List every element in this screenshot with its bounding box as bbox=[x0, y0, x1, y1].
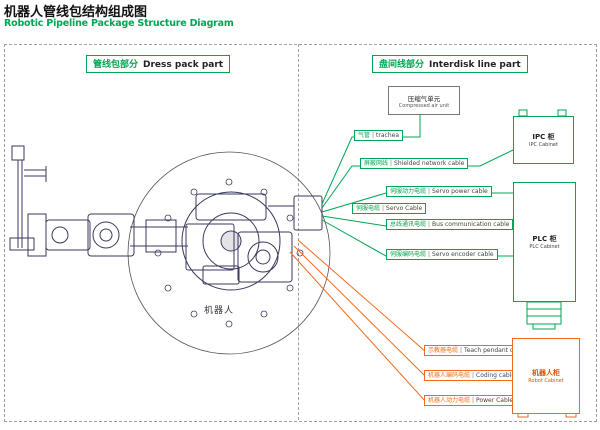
section-interdisk-zh: 盘间线部分 bbox=[379, 60, 425, 70]
page-title: 机器人管线包结构组成图 bbox=[4, 5, 148, 20]
cable-label-servo-encoder: 伺服编码电缆|Servo encoder cable bbox=[386, 249, 498, 260]
cable-label-servo-bundle: 伺服电缆|Servo Cable bbox=[352, 203, 427, 214]
cable-label-servo-power: 伺服动力电缆|Servo power cable bbox=[386, 186, 492, 197]
section-interdisk-en: Interdisk line part bbox=[429, 60, 521, 70]
air-unit-label-zh: 压缩气单元 bbox=[407, 94, 441, 103]
green-cable-lines bbox=[321, 114, 514, 257]
ipc-cabinet: IPC 柜 IPC Cabinet bbox=[513, 116, 574, 164]
cable-label-bus-communication: 总线通讯电缆|Bus communication cable bbox=[386, 219, 514, 230]
air-unit-label-en: Compressed air unit bbox=[398, 102, 450, 109]
plc-cabinet: PLC 柜 PLC Cabinet bbox=[513, 182, 576, 302]
cable-label-trachea: 气管|trachea bbox=[354, 130, 404, 141]
diagram-frame bbox=[4, 44, 597, 422]
section-header-dress-pack: 管线包部分 Dress pack part bbox=[86, 55, 231, 73]
page-subtitle: Robotic Pipeline Package Structure Diagr… bbox=[4, 18, 234, 29]
cable-label-coding: 机器人编码电缆|Coding cable bbox=[424, 370, 520, 381]
cable-label-power: 机器人动力电缆|Power Cable bbox=[424, 395, 518, 406]
section-divider bbox=[298, 44, 299, 420]
compressed-air-unit-box: 压缩气单元 Compressed air unit bbox=[388, 86, 460, 115]
section-header-interdisk: 盘间线部分 Interdisk line part bbox=[372, 55, 528, 73]
cable-label-shielded-network: 屏蔽网线|Shielded network cable bbox=[360, 158, 469, 169]
section-dress-en: Dress pack part bbox=[143, 60, 224, 70]
robot-caption: 机器人 bbox=[204, 306, 235, 316]
robot-cabinet: 机器人柜 Robot Cabinet bbox=[512, 338, 580, 414]
robot-drawing bbox=[9, 145, 331, 355]
section-dress-zh: 管线包部分 bbox=[93, 60, 139, 70]
